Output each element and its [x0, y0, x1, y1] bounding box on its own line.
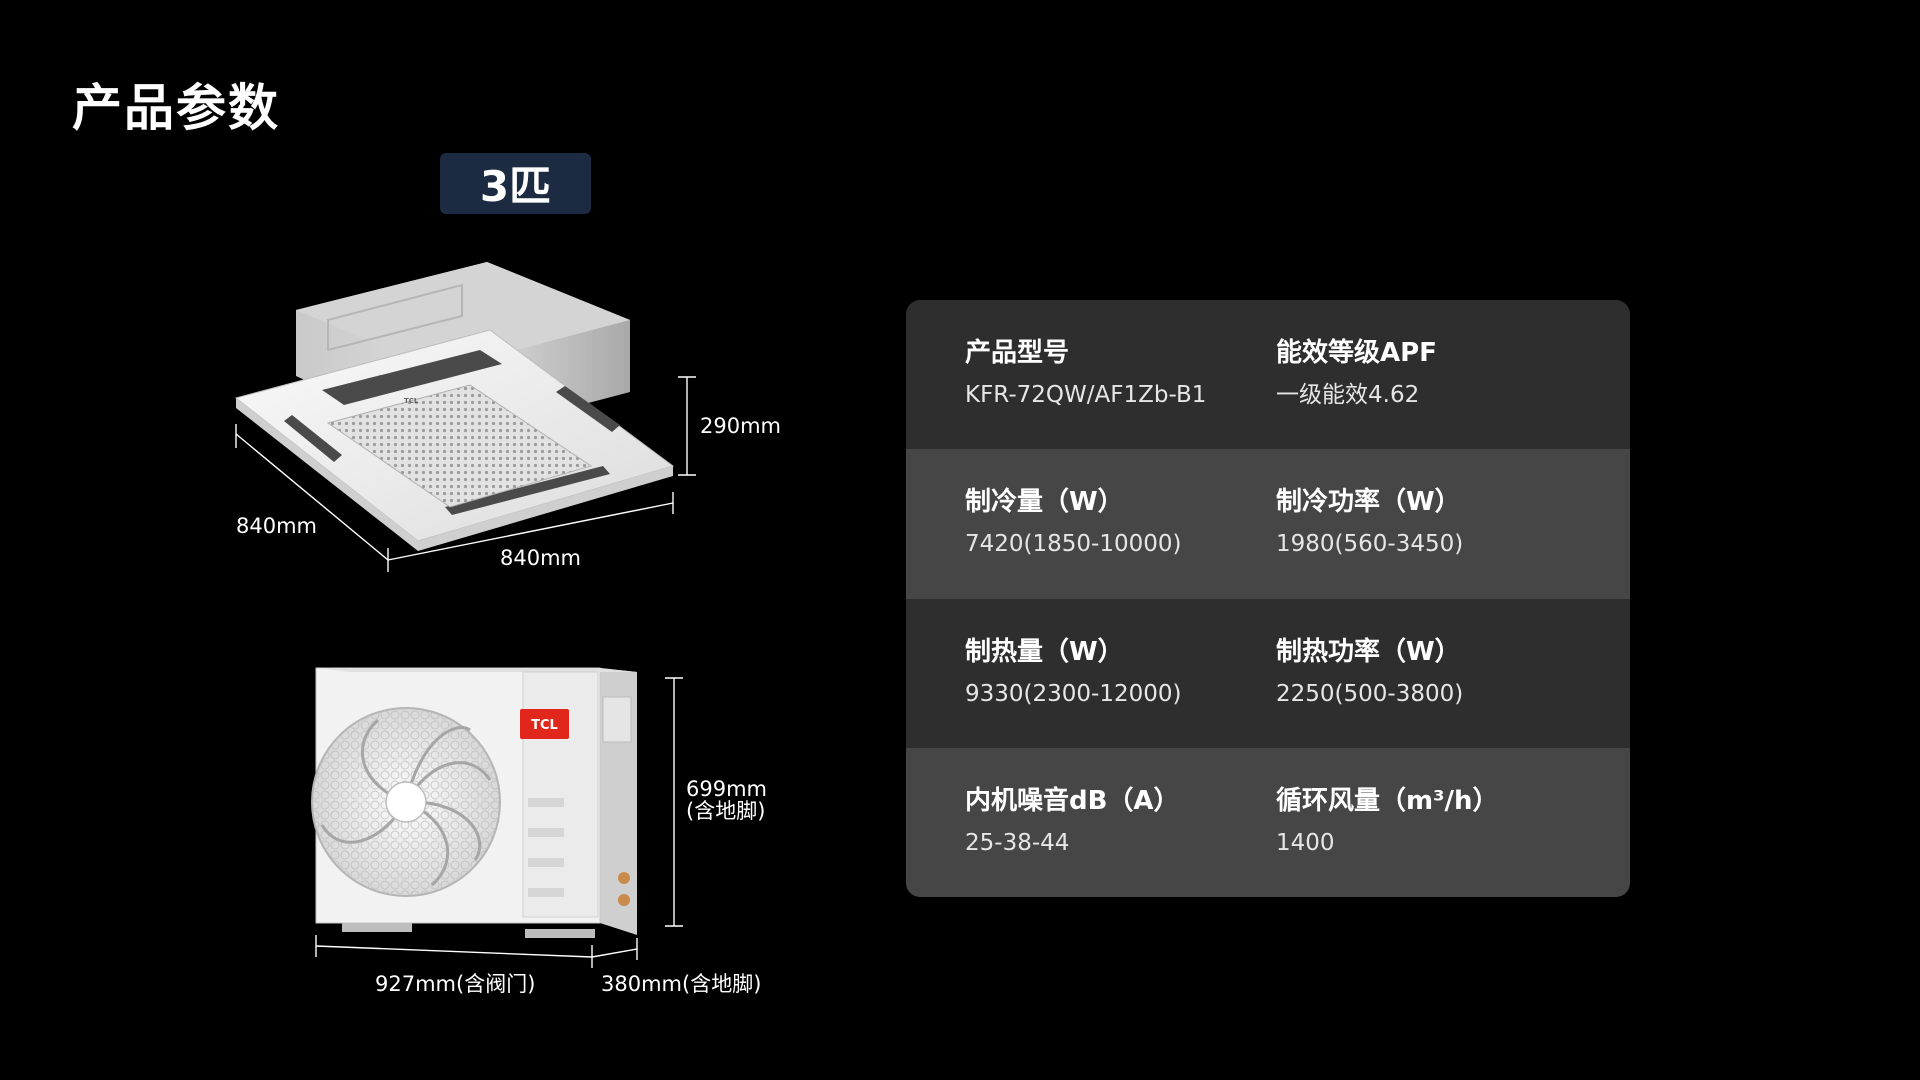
spec-value: KFR-72QW/AF1Zb-B1 — [965, 382, 1207, 408]
outdoor-height-label: 699mm — [686, 777, 767, 801]
spec-value: 1400 — [1276, 829, 1335, 856]
spec-label: 制热量（W） — [965, 636, 1124, 667]
spec-label: 产品型号 — [965, 338, 1070, 368]
spec-cell-model: 产品型号 KFR-72QW/AF1Zb-B1 — [906, 336, 1276, 449]
spec-value: 9330(2300-12000) — [965, 680, 1182, 707]
spec-cell-airflow: 循环风量（m³/h） 1400 — [1276, 784, 1630, 897]
outdoor-depth-label: 380mm(含地脚) — [601, 972, 762, 996]
outdoor-logo: TCL — [531, 718, 558, 733]
product-illustrations: TCL — [234, 262, 696, 968]
spec-label: 内机噪音dB（A） — [965, 785, 1180, 816]
outdoor-unit-illustration: TCL — [311, 667, 683, 968]
outdoor-height-note: (含地脚) — [686, 799, 766, 823]
spec-cell-heating-capacity: 制热量（W） 9330(2300-12000) — [906, 635, 1276, 748]
outdoor-width-label: 927mm(含阀门) — [375, 972, 536, 996]
indoor-panel-logo: TCL — [404, 397, 419, 405]
spec-cell-cooling-capacity: 制冷量（W） 7420(1850-10000) — [906, 485, 1276, 598]
indoor-width-front-label: 840mm — [500, 546, 581, 570]
spec-row: 制冷量（W） 7420(1850-10000) 制冷功率（W） 1980(560… — [906, 449, 1630, 599]
indoor-unit-illustration: TCL — [234, 262, 696, 572]
page-title: 产品参数 — [72, 79, 280, 137]
spec-cell-apf: 能效等级APF 一级能效4.62 — [1276, 336, 1630, 449]
spec-label: 制冷量（W） — [965, 487, 1124, 518]
spec-cell-heating-power: 制热功率（W） 2250(500-3800) — [1276, 635, 1630, 748]
spec-value: 7420(1850-10000) — [965, 531, 1182, 558]
spec-label: 能效等级APF — [1276, 338, 1437, 368]
spec-label: 制冷功率（W） — [1276, 487, 1461, 518]
spec-cell-noise: 内机噪音dB（A） 25-38-44 — [906, 784, 1276, 897]
spec-value: 1980(560-3450) — [1276, 531, 1464, 558]
spec-value: 25-38-44 — [965, 829, 1070, 856]
indoor-height-label: 290mm — [700, 414, 781, 438]
indoor-width-left-label: 840mm — [236, 514, 317, 538]
capacity-badge: 3匹 — [440, 153, 591, 214]
spec-label: 制热功率（W） — [1276, 636, 1461, 667]
spec-table: 产品型号 KFR-72QW/AF1Zb-B1 能效等级APF 一级能效4.62 … — [906, 300, 1630, 897]
spec-row: 产品型号 KFR-72QW/AF1Zb-B1 能效等级APF 一级能效4.62 — [906, 300, 1630, 450]
spec-value: 一级能效4.62 — [1276, 382, 1420, 408]
spec-row: 制热量（W） 9330(2300-12000) 制热功率（W） 2250(500… — [906, 598, 1630, 748]
spec-value: 2250(500-3800) — [1276, 680, 1464, 707]
spec-cell-cooling-power: 制冷功率（W） 1980(560-3450) — [1276, 485, 1630, 598]
spec-row: 内机噪音dB（A） 25-38-44 循环风量（m³/h） 1400 — [906, 747, 1630, 897]
spec-label: 循环风量（m³/h） — [1276, 785, 1499, 816]
